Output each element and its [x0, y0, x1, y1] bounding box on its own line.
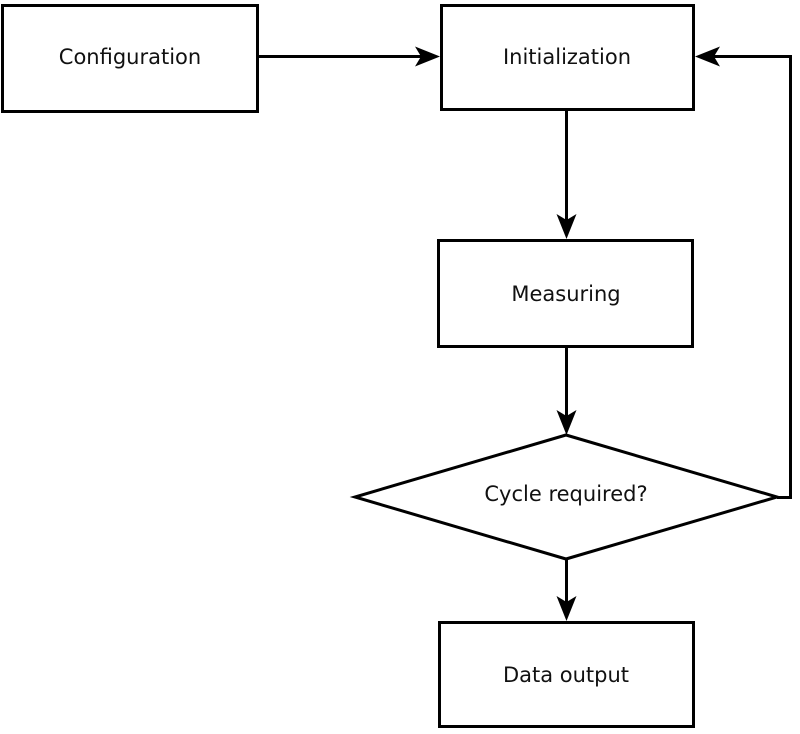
edge-configuration-to-initialization	[259, 46, 440, 67]
cycle-required-diamond[interactable]	[349, 433, 783, 561]
node-measuring[interactable]: Measuring	[437, 239, 694, 348]
node-cycle-required[interactable]: Cycle required?	[349, 433, 783, 561]
configuration-box[interactable]	[1, 4, 259, 113]
node-data-output[interactable]: Data output	[438, 621, 695, 728]
edge-measuring-to-cycle-required	[556, 348, 577, 435]
edge-initialization-to-measuring	[556, 111, 577, 239]
data-output-box[interactable]	[438, 621, 695, 728]
node-initialization[interactable]: Initialization	[440, 4, 695, 111]
initialization-box[interactable]	[440, 4, 695, 111]
node-configuration[interactable]: Configuration	[1, 4, 259, 113]
measuring-box[interactable]	[437, 239, 694, 348]
edge-cycle-required-to-data-output	[556, 558, 577, 621]
edge-cycle-required-to-initialization	[695, 46, 792, 499]
